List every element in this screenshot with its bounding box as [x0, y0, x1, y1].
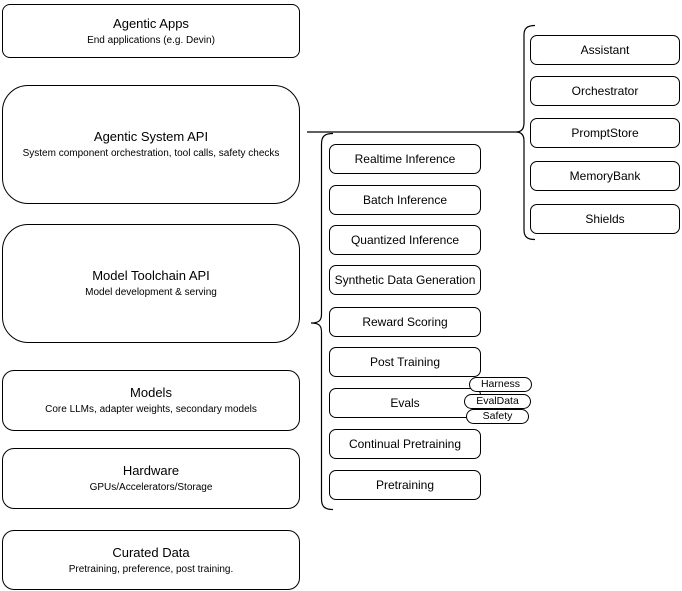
node-assistant: Assistant [530, 35, 680, 65]
node-model-toolchain-api: Model Toolchain API Model development & … [2, 224, 300, 343]
node-models: Models Core LLMs, adapter weights, secon… [2, 370, 300, 431]
node-reward-scoring: Reward Scoring [329, 307, 481, 337]
node-subtitle: System component orchestration, tool cal… [22, 148, 280, 159]
node-pretraining: Pretraining [329, 470, 481, 500]
node-title: Models [130, 385, 172, 400]
node-agentic-apps: Agentic Apps End applications (e.g. Devi… [2, 4, 300, 58]
node-orchestrator: Orchestrator [530, 76, 680, 106]
node-continual-pretraining: Continual Pretraining [329, 429, 481, 459]
node-shields: Shields [530, 204, 680, 234]
node-realtime-inference: Realtime Inference [329, 144, 481, 174]
node-subtitle: Pretraining, preference, post training. [68, 563, 234, 575]
node-subtitle: Model development & serving [85, 287, 217, 298]
node-hardware: Hardware GPUs/Accelerators/Storage [2, 448, 300, 509]
node-title: Agentic Apps [113, 15, 189, 31]
node-curated-data: Curated Data Pretraining, preference, po… [2, 530, 300, 590]
node-title: Hardware [122, 463, 180, 478]
node-synthetic-data-generation: Synthetic Data Generation [329, 265, 481, 295]
node-agentic-system-api: Agentic System API System component orch… [2, 85, 300, 204]
node-title: Model Toolchain API [92, 268, 210, 283]
node-promptstore: PromptStore [530, 118, 680, 148]
node-subtitle: Core LLMs, adapter weights, secondary mo… [45, 404, 257, 415]
node-subtitle: End applications (e.g. Devin) [87, 34, 215, 46]
node-batch-inference: Batch Inference [329, 185, 481, 215]
node-subtitle: GPUs/Accelerators/Storage [89, 482, 213, 493]
pill-safety: Safety [466, 409, 529, 424]
node-quantized-inference: Quantized Inference [329, 225, 481, 255]
node-title: Agentic System API [93, 129, 209, 144]
node-post-training: Post Training [329, 347, 481, 377]
node-title: Curated Data [112, 544, 190, 560]
node-evals: Evals [329, 388, 481, 418]
pill-harness: Harness [469, 377, 532, 392]
node-memorybank: MemoryBank [530, 161, 680, 191]
pill-evaldata: EvalData [464, 394, 531, 409]
